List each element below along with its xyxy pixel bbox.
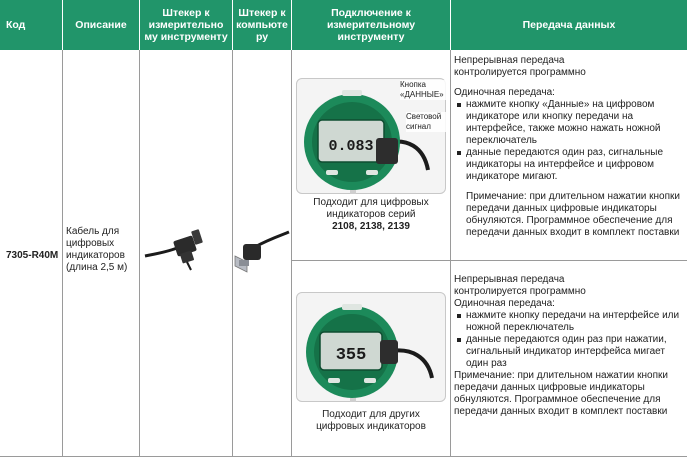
header-plug-instrument: Штекер к измерительно му инструменту [140,0,232,50]
header-connection: Подключение к измерительному инструменту [292,0,450,50]
instrument-plug-image [144,229,203,271]
bullet-item: нажмите кнопку «Данные» на цифровом инди… [454,99,684,147]
grid-line [291,260,687,261]
bullet-item: данные передаются один раз при нажатии, … [454,334,684,370]
annotation-light-signal: Световой сигнал [406,112,448,132]
product-code: 7305-R40M [6,250,59,261]
grid-line [291,50,292,457]
header-plug-computer: Штекер к компьюте ру [233,0,291,50]
grid-line [139,50,140,457]
annotation-data-button: Кнопка «ДАННЫЕ» [400,80,448,100]
caption-bottom: Подходит для других цифровых индикаторов [316,409,426,432]
indicator-device-top: 0.083 [304,90,430,194]
display-value-top: 0.083 [328,138,373,155]
header-description: Описание [63,0,139,50]
header-code: Код [0,0,62,50]
transfer-text-bottom: Непрерывная передача контролируется прог… [454,274,684,418]
indicator-device-bottom: 355 [306,304,434,402]
display-value-bottom: 355 [336,346,367,365]
computer-plug-image [234,230,290,273]
header-data-transfer: Передача данных [451,0,687,50]
product-description: Кабель для цифровых индикаторов (длина 2… [66,226,128,273]
grid-line [232,50,233,457]
caption-top: Подходит для цифровых индикаторов серий … [313,197,429,232]
bullet-item: данные передаются один раз, сигнальные и… [454,147,684,183]
grid-line [450,50,451,457]
bullet-item: нажмите кнопку передачи на интерфейсе ил… [454,310,684,334]
transfer-text-top: Непрерывная передача контролируется прог… [454,55,684,239]
grid-line [62,50,63,457]
